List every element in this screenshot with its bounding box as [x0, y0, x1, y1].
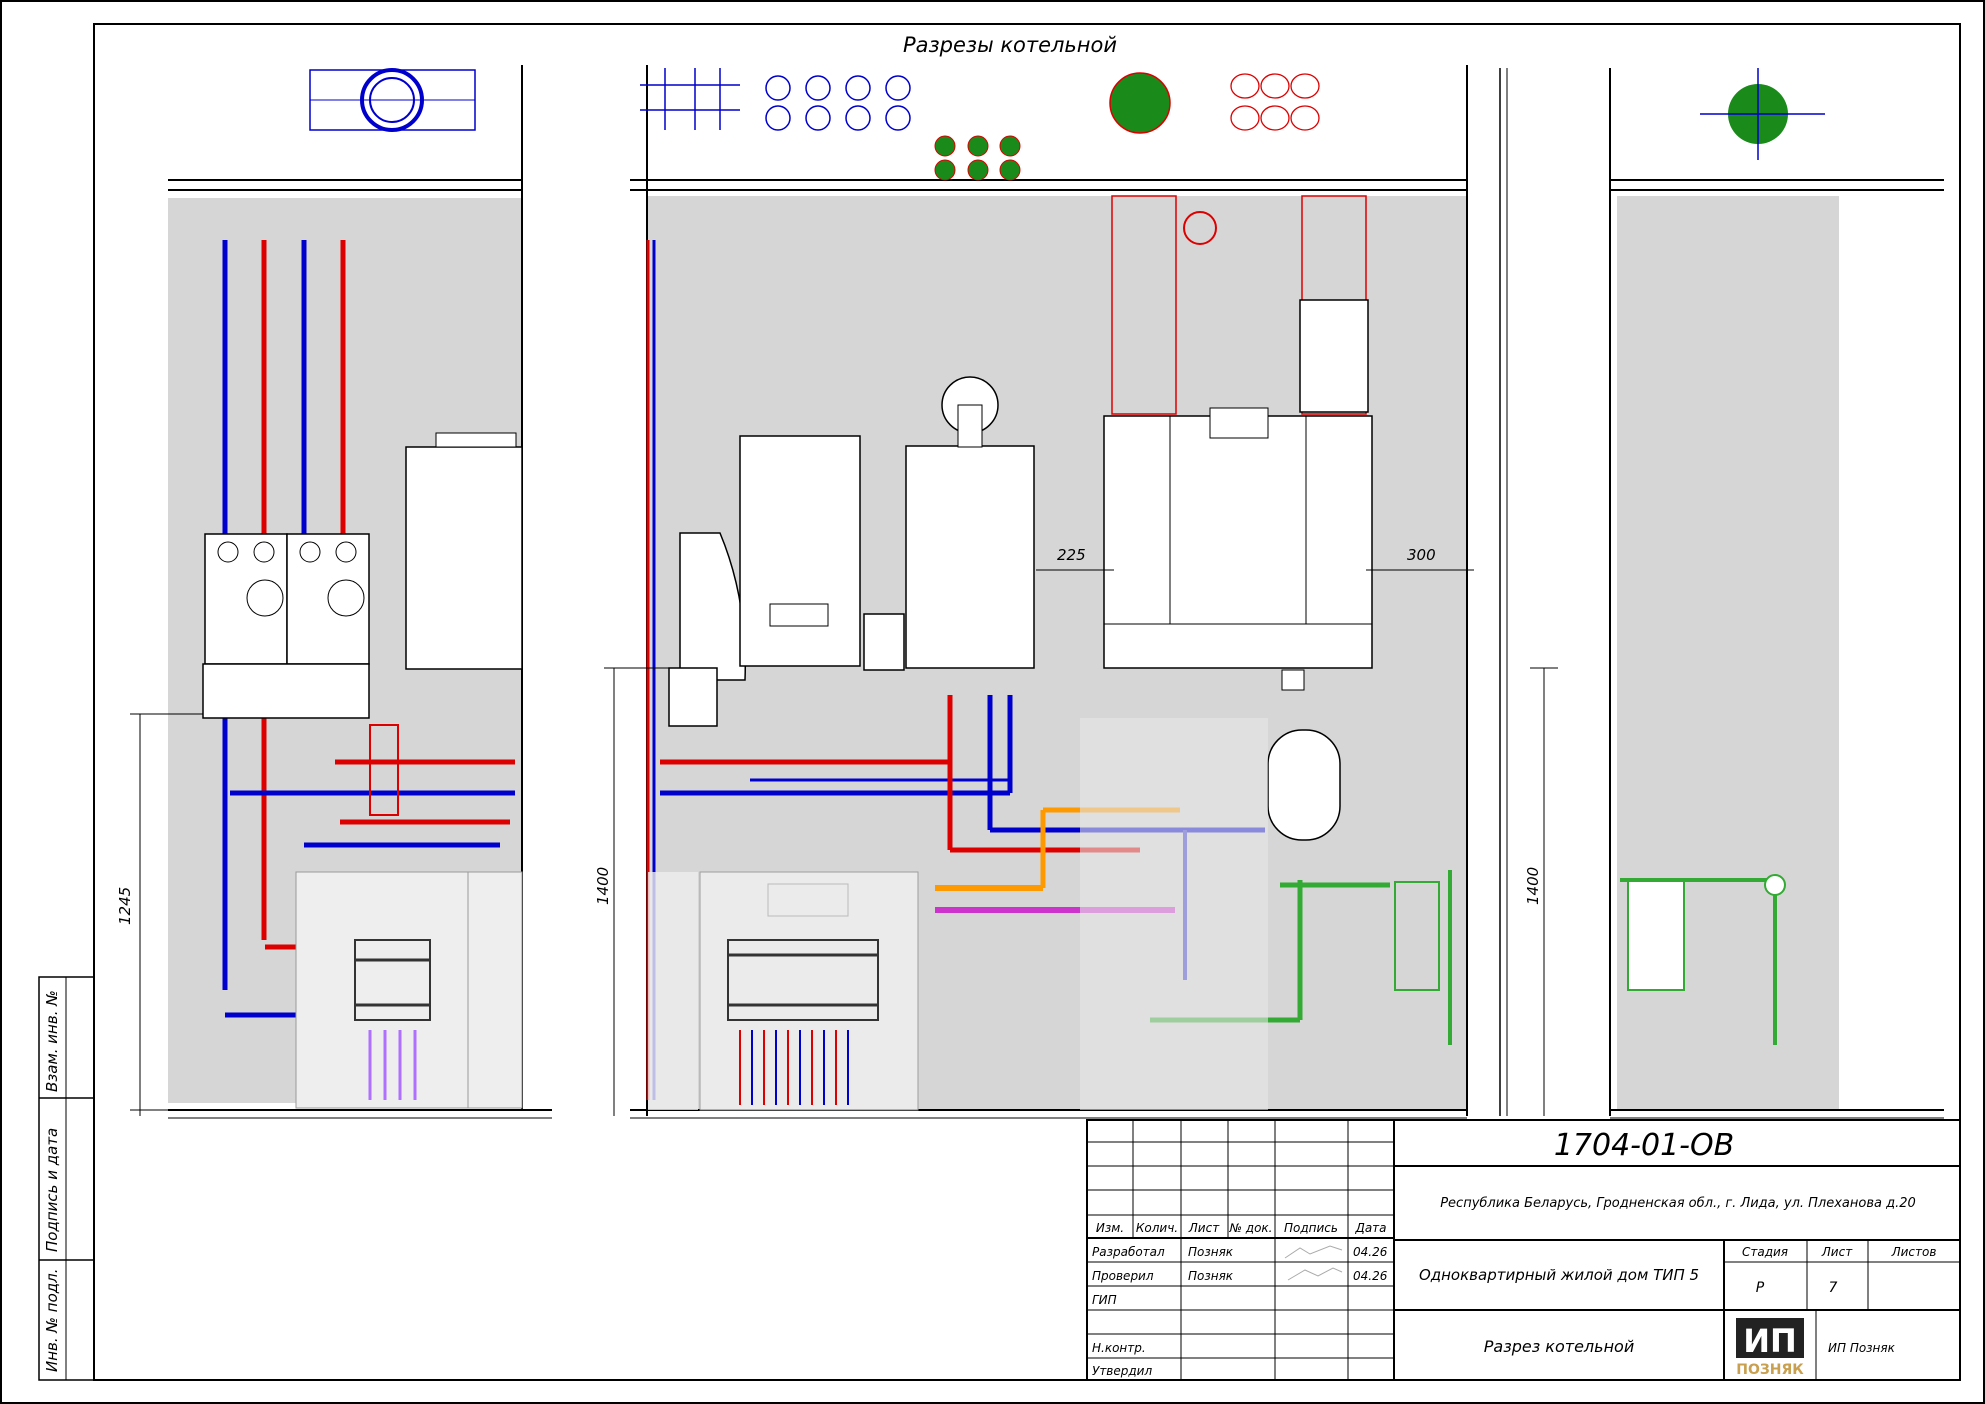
dim-right-height: 1400: [1524, 867, 1542, 905]
logo-sub: ПОЗНЯК: [1736, 1362, 1804, 1378]
stage-value: Р: [1756, 1280, 1765, 1296]
sheets-label: Листов: [1891, 1245, 1937, 1259]
date-checker: 04.26: [1353, 1269, 1388, 1283]
date-developer: 04.26: [1353, 1245, 1388, 1259]
dim-center-height: 1400: [594, 867, 612, 905]
role-gip: ГИП: [1092, 1293, 1117, 1307]
drawing-title: Разрезы котельной: [903, 33, 1117, 57]
stamp-field-3: Инв. № подл.: [43, 1269, 61, 1372]
role-checker: Проверил: [1092, 1269, 1154, 1283]
stamp-field-1: Взам. инв. №: [43, 990, 61, 1092]
object-address: Республика Беларусь, Гродненская обл., г…: [1440, 1196, 1916, 1211]
role-approver: Утвердил: [1092, 1364, 1152, 1378]
role-developer: Разработал: [1092, 1245, 1165, 1259]
title-block: [1086, 1119, 1961, 1381]
header-list: Лист: [1188, 1221, 1220, 1235]
header-sign: Подпись: [1284, 1221, 1338, 1235]
header-doc: № док.: [1229, 1221, 1273, 1235]
signature-icon: [1284, 1245, 1343, 1281]
stage-label: Стадия: [1742, 1245, 1788, 1259]
sheet-label: Лист: [1821, 1245, 1853, 1259]
organization-name: ИП Позняк: [1828, 1341, 1896, 1355]
right-section: 1400: [1499, 68, 1944, 1119]
logo-main: ИП: [1743, 1322, 1797, 1360]
left-section: 1245: [116, 65, 552, 1119]
dim-gap-a: 225: [1057, 546, 1086, 564]
header-kol: Колич.: [1136, 1221, 1178, 1235]
sheet-title: Разрез котельной: [1484, 1337, 1634, 1356]
company-logo: ИП ПОЗНЯК: [1736, 1318, 1804, 1378]
drawing-code: 1704-01-ОВ: [1554, 1128, 1734, 1163]
name-checker: Позняк: [1188, 1269, 1234, 1283]
role-norm-control: Н.контр.: [1092, 1341, 1146, 1355]
name-developer: Позняк: [1188, 1245, 1234, 1259]
dim-gap-b: 300: [1407, 546, 1436, 564]
project-name: Одноквартирный жилой дом ТИП 5: [1419, 1266, 1699, 1284]
sheet-value: 7: [1829, 1280, 1838, 1296]
side-stamp: Взам. инв. № Подпись и дата Инв. № подл.: [38, 976, 95, 1381]
center-section: 1400 225 300: [594, 65, 1474, 1119]
dim-left-height: 1245: [116, 887, 134, 925]
header-date: Дата: [1354, 1221, 1386, 1235]
stamp-field-2: Подпись и дата: [43, 1128, 61, 1252]
header-izm: Изм.: [1096, 1221, 1124, 1235]
